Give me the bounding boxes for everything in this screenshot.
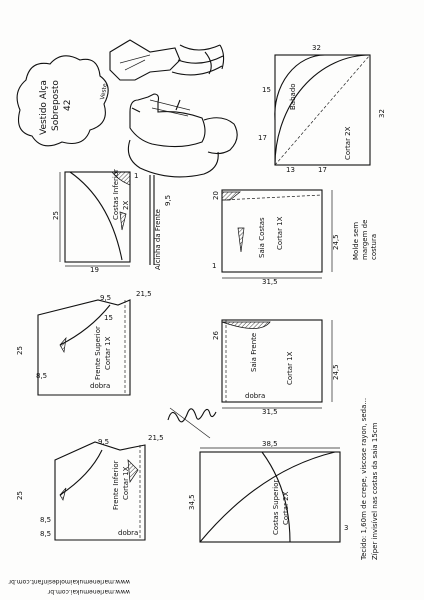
saia-costas-h1: 20: [212, 191, 220, 200]
frente-inf-c: 8,5: [40, 530, 51, 538]
babado-label: Babado: [289, 83, 297, 110]
molde-l2: margem de: [361, 220, 369, 260]
babado-side: 32: [312, 44, 321, 52]
costas-inf-qty: 2X: [122, 201, 130, 210]
costas-sup-w: 38,5: [262, 440, 278, 448]
babado-inner: 17: [258, 134, 267, 142]
saia-frente-h1: 26: [212, 331, 220, 340]
saia-costas-label: Saia Costas: [258, 217, 266, 258]
frente-inf-a: 9,5: [98, 438, 109, 446]
costas-inf-w: 19: [90, 266, 99, 274]
frente-inf-b: 8,5: [40, 516, 51, 524]
url-1: www.marlenemukai.com.br: [47, 588, 130, 595]
saia-costas-t1: 1: [212, 262, 216, 270]
alcinha-dim: 9,5: [164, 195, 172, 206]
piece-costas-inferior: Costas Inferior 2X 25 19 1: [52, 169, 138, 274]
saia-frente-fold: dobra: [245, 392, 265, 400]
frente-inf-w: 21,5: [148, 434, 164, 442]
frente-sup-h: 25: [16, 346, 24, 355]
babado-qty: Cortar 2X: [344, 126, 352, 160]
signature: [167, 407, 217, 439]
notes: Tecido: 1,60m de crepe, viscose rayon, s…: [360, 398, 379, 561]
costas-inf-h: 25: [52, 211, 60, 220]
costas-sup-label: Costas Superior: [272, 480, 280, 535]
costas-sup-h1: 34,5: [188, 494, 196, 510]
frente-inf-label: Frente Inferior: [112, 460, 120, 510]
piece-alcinha: Alcinha da Frente 9,5: [149, 175, 172, 270]
url-2: www.marlenemukaimoldesinfant.com.br: [8, 578, 130, 585]
molde-l3: costura: [370, 234, 378, 260]
piece-frente-inferior: Frente Inferior Cortar 1X dobra 25 21,5 …: [16, 434, 164, 541]
frente-sup-w: 21,5: [136, 290, 152, 298]
frente-sup-cut: Cortar 1X: [104, 336, 112, 370]
piece-costas-superior: Costas Superior Cortar 2X 34,5 38,5 3: [188, 440, 348, 543]
title-line1: Vestido Alça: [39, 80, 49, 135]
dress-sketch: Veste: [99, 39, 238, 178]
frente-sup-c: 15: [104, 314, 113, 322]
costas-sup-cut: Cortar 2X: [282, 491, 290, 525]
frente-sup-a: 9,5: [100, 294, 111, 302]
title-cloud: Vestido Alça Sobreposto 42: [16, 55, 109, 147]
note-ziper: Zíper invisível nas costas da saia 15cm: [371, 422, 379, 560]
costas-inf-w2: 1: [134, 172, 138, 180]
costas-sup-s: 3: [344, 524, 348, 532]
frente-sup-label: Frente Superior: [94, 326, 102, 380]
saia-frente-label: Saia Frente: [250, 333, 258, 372]
molde-l1: Molde sem: [352, 222, 360, 260]
saia-frente-h2: 24,5: [332, 364, 340, 380]
babado-a: 15: [262, 86, 271, 94]
saia-frente-cut: Cortar 1X: [286, 351, 294, 385]
saia-costas-h2: 24,5: [332, 234, 340, 250]
frente-inf-fold: dobra: [118, 529, 138, 537]
piece-saia-frente: Saia Frente Cortar 1X dobra 26 24,5 31,5: [212, 319, 340, 416]
babado-c: 13: [286, 166, 295, 174]
saia-costas-cut: Cortar 1X: [276, 216, 284, 250]
alcinha-label: Alcinha da Frente: [154, 209, 162, 270]
saia-frente-w: 31,5: [262, 408, 278, 416]
svg-text:Veste: Veste: [99, 83, 109, 101]
frente-sup-b: 8,5: [36, 372, 47, 380]
piece-saia-costas: Saia Costas Cortar 1X 20 24,5 31,5 1: [212, 189, 340, 286]
title-size: 42: [63, 100, 73, 111]
babado-b: 17: [318, 166, 327, 174]
babado-side-2: 32: [378, 109, 386, 118]
note-tecido: Tecido: 1,60m de crepe, viscose rayon, s…: [360, 398, 368, 561]
frente-sup-fold: dobra: [90, 382, 110, 390]
saia-costas-w: 31,5: [262, 278, 278, 286]
frente-inf-cut: Cortar 1X: [122, 466, 130, 500]
note-molde: Molde sem margem de costura: [352, 220, 378, 260]
frente-inf-h: 25: [16, 491, 24, 500]
piece-babado: Babado Cortar 2X 32 32 17 15 17 13: [258, 44, 386, 174]
title-line2: Sobreposto: [51, 80, 61, 131]
piece-frente-superior: Frente Superior Cortar 1X dobra 25 21,5 …: [16, 290, 152, 396]
costas-inf-label: Costas Inferior: [112, 169, 120, 220]
urls: www.marlenemukai.com.br www.marlenemukai…: [8, 578, 130, 595]
